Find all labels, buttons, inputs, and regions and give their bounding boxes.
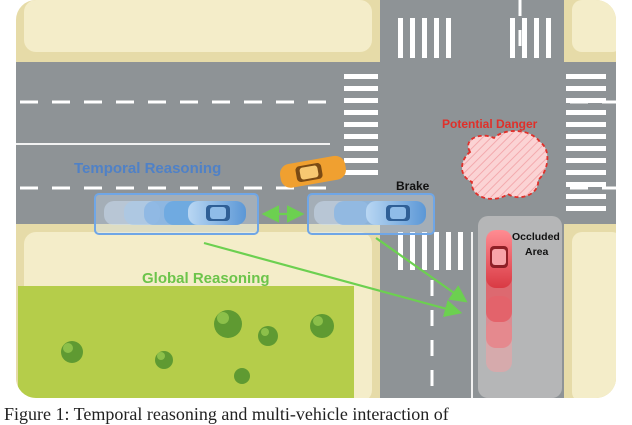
potential-danger-zone [461, 130, 549, 200]
global-arrow-2 [375, 237, 468, 303]
figure-caption: Figure 1: Temporal reasoning and multi-v… [4, 404, 449, 424]
temporal-reasoning-label: Temporal Reasoning [74, 160, 222, 177]
orange-car [279, 155, 346, 188]
crosswalk-top [398, 18, 551, 58]
crosswalk-right [566, 74, 606, 211]
brake-label: Brake [396, 179, 430, 193]
bushes [61, 310, 334, 384]
global-arrow-1 [203, 241, 463, 318]
crosswalk-bottom [398, 232, 463, 270]
traffic-scene-illustration [16, 0, 616, 398]
blue-car-trail-current [314, 201, 426, 225]
potential-danger-label: Potential Danger [442, 117, 538, 131]
vertical-lane-markings [430, 0, 522, 398]
area-label: Area [525, 246, 549, 258]
global-reasoning-label: Global Reasoning [142, 270, 270, 287]
blue-car-trail-past [104, 201, 246, 225]
red-car-trail [486, 230, 512, 372]
occluded-label: Occluded [512, 231, 560, 243]
crosswalk-left [344, 74, 378, 175]
